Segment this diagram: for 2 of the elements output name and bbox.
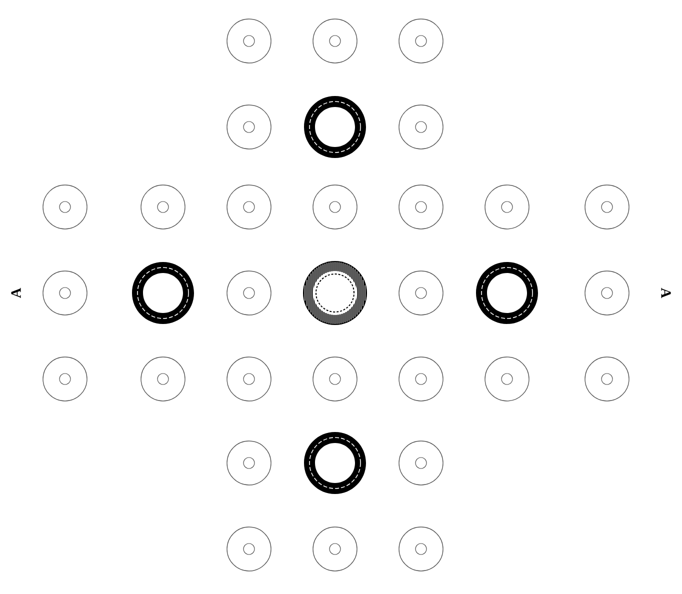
section-label: A xyxy=(11,288,21,298)
section-label: A xyxy=(661,288,671,298)
